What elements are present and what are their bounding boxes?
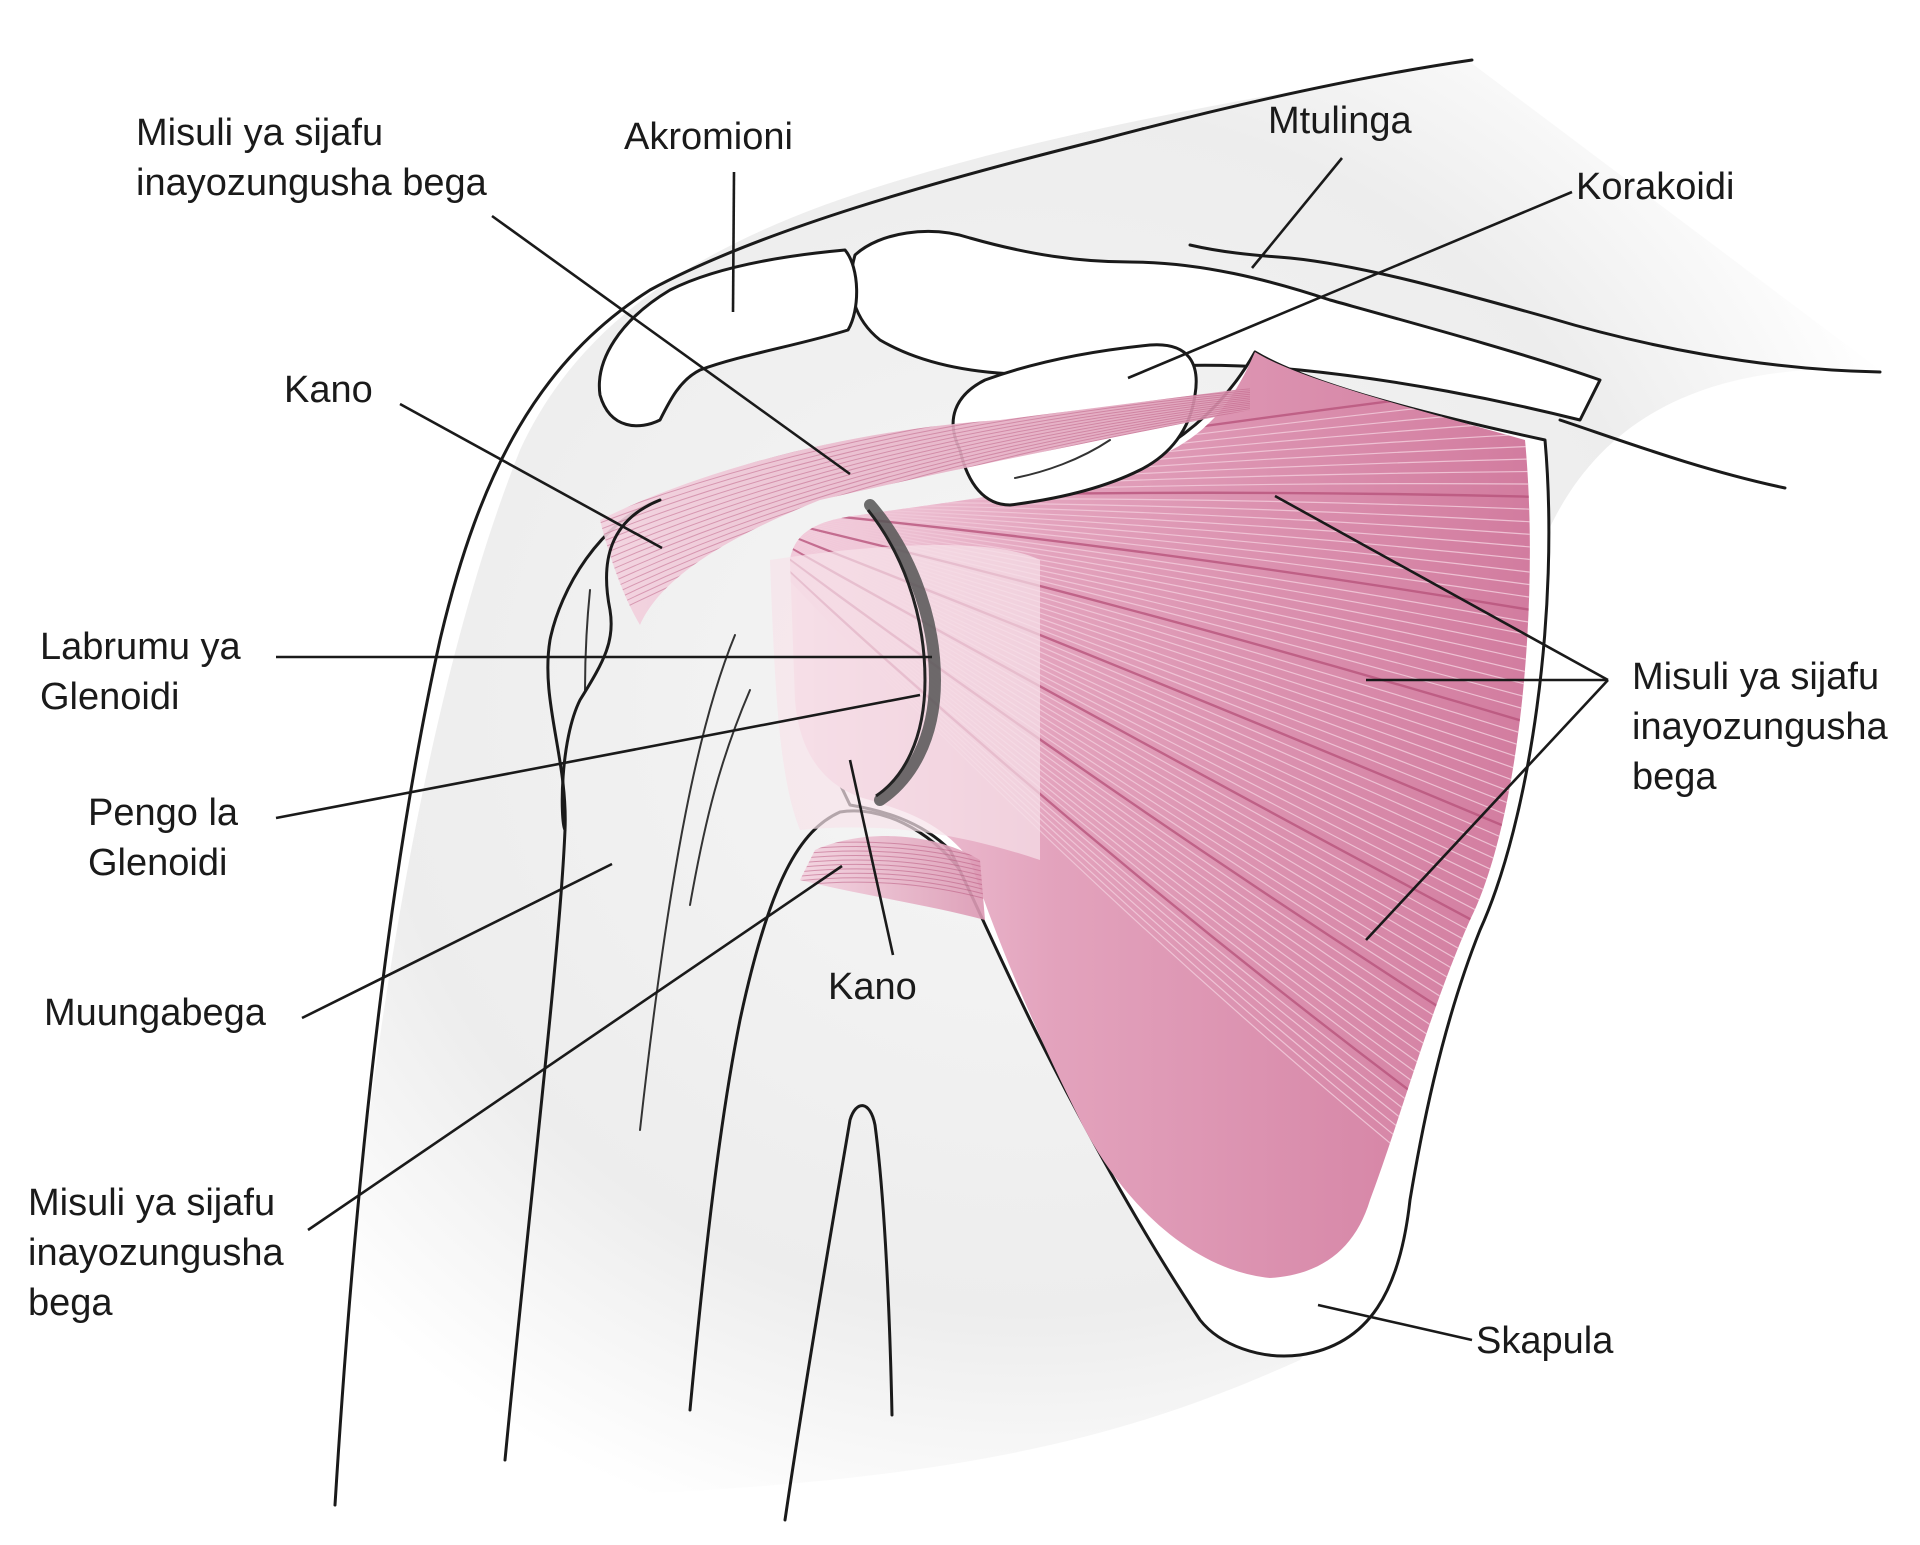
tendon-fiber xyxy=(600,396,1250,556)
tendon-fiber xyxy=(600,391,1250,537)
label-clavicle: Mtulinga xyxy=(1268,100,1412,142)
muscle-fiber xyxy=(790,519,1530,720)
leader-clavicle xyxy=(1250,157,1344,269)
label-acromion: Akromioni xyxy=(624,116,793,158)
leader-coracoid xyxy=(1127,190,1573,380)
label-scapula: Skapula xyxy=(1476,1320,1614,1362)
tendon-fiber xyxy=(800,854,985,874)
leader-scapula xyxy=(1317,1303,1473,1342)
tendon-fiber xyxy=(800,859,985,879)
label-tendon-upper: Kano xyxy=(284,369,373,411)
tendon-fiber xyxy=(600,400,1250,569)
arm-outline xyxy=(333,58,1882,1507)
tendon-fiber xyxy=(800,863,985,883)
muscle-fiber xyxy=(790,506,1530,577)
humeral-head xyxy=(560,498,1040,860)
tendon-fiber xyxy=(600,407,1250,595)
muscle-fiber xyxy=(790,508,1530,590)
tendon-fiber xyxy=(800,881,985,901)
label-glenoid-cavity: Pengo la Glenoidi xyxy=(88,792,239,884)
label-rotator-cuff-bottom: Misuli ya sijafu inayozungusha bega xyxy=(28,1182,284,1324)
label-rotator-cuff-right: Misuli ya sijafu inayozungusha bega xyxy=(1632,656,1888,798)
tendon-fiber xyxy=(800,872,985,892)
label-rotator-cuff-top: Misuli ya sijafu inayozungusha bega xyxy=(136,112,487,204)
leader-shoulder-joint xyxy=(301,862,613,1020)
leader-rotator-cuff-top xyxy=(491,214,851,476)
leader-rotator-cuff-right-1 xyxy=(1274,494,1609,682)
acromion xyxy=(597,248,859,428)
glenoid-labrum xyxy=(864,499,942,806)
leader-rotator-cuff-right-3 xyxy=(1365,679,1609,941)
tendon-fiber xyxy=(600,398,1250,563)
label-shoulder-joint: Muungabega xyxy=(44,992,266,1034)
tendon-fiber xyxy=(600,393,1250,543)
leader-tendon-upper xyxy=(399,402,663,550)
tendon-fiber xyxy=(600,395,1250,550)
tendon-fiber xyxy=(600,402,1250,576)
tendon-fiber xyxy=(800,846,985,865)
label-tendon-lower: Kano xyxy=(828,966,917,1008)
lower-tendon xyxy=(800,836,985,920)
leader-rotator-cuff-bottom xyxy=(307,864,843,1232)
leader-acromion xyxy=(731,171,736,313)
label-glenoid-labrum: Labrumu ya Glenoidi xyxy=(40,626,241,718)
leader-tendon-lower xyxy=(848,759,895,956)
leader-glenoid-cavity xyxy=(275,693,921,820)
label-coracoid: Korakoidi xyxy=(1576,166,1735,208)
tendon-fiber xyxy=(600,405,1250,589)
muscle-fiber xyxy=(790,518,1530,707)
tendon-fiber xyxy=(800,850,985,870)
tendon-fiber xyxy=(600,403,1250,582)
leader-lines xyxy=(275,157,1609,1342)
tendon-fiber xyxy=(800,868,985,888)
